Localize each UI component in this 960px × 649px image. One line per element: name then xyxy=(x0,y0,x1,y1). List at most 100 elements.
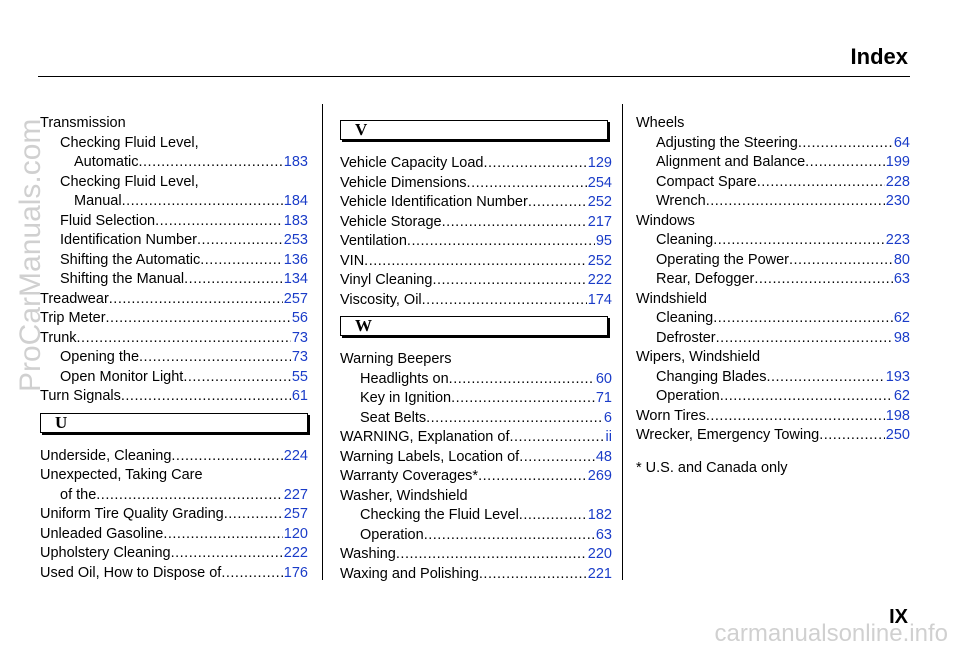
page-reference-link[interactable]: 269 xyxy=(587,468,612,484)
page-reference-link[interactable]: 80 xyxy=(893,251,910,268)
page-reference-link[interactable]: 253 xyxy=(283,232,308,248)
index-entry[interactable]: Used Oil, How to Dispose of176 xyxy=(40,564,308,584)
index-entry[interactable]: Fluid Selection183 xyxy=(40,212,308,232)
index-entry[interactable]: Uniform Tire Quality Grading257 xyxy=(40,505,308,525)
page-reference-link[interactable]: 6 xyxy=(603,409,612,426)
page-reference-link[interactable]: 183 xyxy=(283,212,308,229)
index-entry[interactable]: Wrench230 xyxy=(636,192,910,212)
index-entry[interactable]: Cleaning62 xyxy=(636,309,910,329)
page-reference-link[interactable]: 120 xyxy=(283,525,308,542)
index-entry[interactable]: VIN252 xyxy=(340,252,612,272)
page-reference-link[interactable]: 129 xyxy=(587,155,612,171)
page-reference-link[interactable]: 222 xyxy=(587,272,612,288)
page-reference-link[interactable]: 184 xyxy=(283,193,308,209)
page-reference-link[interactable]: 62 xyxy=(893,310,910,326)
index-entry[interactable]: Checking the Fluid Level182 xyxy=(340,506,612,526)
index-entry[interactable]: Operating the Power80 xyxy=(636,251,910,271)
index-entry[interactable]: Washing220 xyxy=(340,545,612,565)
index-entry[interactable]: Vehicle Identification Number252 xyxy=(340,193,612,213)
page-reference-link[interactable]: 182 xyxy=(587,507,612,523)
page-reference-link[interactable]: 71 xyxy=(595,390,612,406)
index-entry[interactable]: Turn Signals61 xyxy=(40,387,308,407)
page-reference-link[interactable]: 224 xyxy=(283,447,308,464)
page-reference-link[interactable]: 174 xyxy=(587,291,612,308)
index-entry[interactable]: Adjusting the Steering64 xyxy=(636,134,910,154)
page-reference-link[interactable]: 73 xyxy=(291,329,308,346)
page-reference-link[interactable]: 73 xyxy=(291,349,308,365)
index-entry[interactable]: Automatic183 xyxy=(40,153,308,173)
page-reference-link[interactable]: 221 xyxy=(587,565,612,582)
index-entry[interactable]: Rear, Defogger 63 xyxy=(636,270,910,290)
index-entry[interactable]: Seat Belts6 xyxy=(340,409,612,429)
page-reference-link[interactable]: 252 xyxy=(587,252,612,269)
index-entry[interactable]: Identification Number253 xyxy=(40,231,308,251)
index-entry[interactable]: Trunk73 xyxy=(40,329,308,349)
page-reference-link[interactable]: 62 xyxy=(893,388,910,404)
page-reference-link[interactable]: 257 xyxy=(283,290,308,307)
page-reference-link[interactable]: 227 xyxy=(283,486,308,503)
page-reference-link[interactable]: 136 xyxy=(283,251,308,268)
page-reference-link[interactable]: 55 xyxy=(291,368,308,385)
page-reference-link[interactable]: ii xyxy=(605,429,612,445)
index-entry[interactable]: Opening the73 xyxy=(40,348,308,368)
index-entry[interactable]: Treadwear257 xyxy=(40,290,308,310)
page-reference-link[interactable]: 228 xyxy=(885,173,910,190)
index-entry[interactable]: Waxing and Polishing221 xyxy=(340,565,612,585)
page-reference-link[interactable]: 198 xyxy=(885,407,910,424)
index-entry[interactable]: Shifting the Manual134 xyxy=(40,270,308,290)
index-entry[interactable]: Changing Blades193 xyxy=(636,368,910,388)
index-entry[interactable]: Unleaded Gasoline120 xyxy=(40,525,308,545)
page-reference-link[interactable]: 230 xyxy=(885,193,910,209)
page-reference-link[interactable]: 183 xyxy=(283,154,308,170)
index-entry[interactable]: Defroster98 xyxy=(636,329,910,349)
index-entry[interactable]: Operation62 xyxy=(636,387,910,407)
page-reference-link[interactable]: 176 xyxy=(283,564,308,581)
index-entry[interactable]: Headlights on60 xyxy=(340,370,612,390)
index-entry[interactable]: Compact Spare228 xyxy=(636,173,910,193)
page-reference-link[interactable]: 98 xyxy=(893,329,910,346)
page-reference-link[interactable]: 56 xyxy=(291,310,308,326)
leader-dots xyxy=(449,370,595,390)
page-reference-link[interactable]: 257 xyxy=(283,506,308,522)
page-reference-link[interactable]: 222 xyxy=(283,545,308,561)
page-reference-link[interactable]: 60 xyxy=(595,370,612,387)
index-entry[interactable]: Alignment and Balance199 xyxy=(636,153,910,173)
page-reference-link[interactable]: 223 xyxy=(885,232,910,248)
index-entry[interactable]: WARNING, Explanation ofii xyxy=(340,428,612,448)
page-reference-link[interactable]: 63 xyxy=(595,526,612,543)
index-entry[interactable]: Underside, Cleaning224 xyxy=(40,447,308,467)
index-entry[interactable]: Warranty Coverages*269 xyxy=(340,467,612,487)
index-entry[interactable]: Vehicle Storage217 xyxy=(340,213,612,233)
index-entry[interactable]: of the227 xyxy=(40,486,308,506)
page-reference-link[interactable]: 254 xyxy=(587,174,612,191)
page-reference-link[interactable]: 61 xyxy=(291,388,308,404)
index-entry[interactable]: Operation63 xyxy=(340,526,612,546)
index-entry[interactable]: Ventilation95 xyxy=(340,232,612,252)
page-reference-link[interactable]: 217 xyxy=(587,213,612,230)
index-entry[interactable]: Trip Meter56 xyxy=(40,309,308,329)
page-reference-link[interactable]: 63 xyxy=(893,271,910,287)
page-reference-link[interactable]: 252 xyxy=(587,194,612,210)
index-entry[interactable]: Open Monitor Light55 xyxy=(40,368,308,388)
index-entry[interactable]: Shifting the Automatic136 xyxy=(40,251,308,271)
entry-text: Rear, Defogger xyxy=(656,271,755,287)
index-entry[interactable]: Upholstery Cleaning222 xyxy=(40,544,308,564)
page-reference-link[interactable]: 134 xyxy=(283,271,308,287)
index-entry[interactable]: Wrecker, Emergency Towing250 xyxy=(636,426,910,446)
page-reference-link[interactable]: 48 xyxy=(595,448,612,465)
index-entry[interactable]: Manual184 xyxy=(40,192,308,212)
index-entry[interactable]: Worn Tires198 xyxy=(636,407,910,427)
index-entry[interactable]: Cleaning223 xyxy=(636,231,910,251)
page-reference-link[interactable]: 199 xyxy=(885,154,910,170)
index-entry[interactable]: Vinyl Cleaning222 xyxy=(340,271,612,291)
page-reference-link[interactable]: 220 xyxy=(587,546,612,562)
page-reference-link[interactable]: 64 xyxy=(893,134,910,151)
index-entry[interactable]: Vehicle Capacity Load129 xyxy=(340,154,612,174)
index-entry[interactable]: Key in Ignition71 xyxy=(340,389,612,409)
index-entry[interactable]: Warning Labels, Location of48 xyxy=(340,448,612,468)
page-reference-link[interactable]: 193 xyxy=(885,368,910,385)
index-entry[interactable]: Vehicle Dimensions254 xyxy=(340,174,612,194)
page-reference-link[interactable]: 250 xyxy=(885,427,910,443)
page-reference-link[interactable]: 95 xyxy=(595,233,612,249)
index-entry[interactable]: Viscosity, Oil174 xyxy=(340,291,612,311)
